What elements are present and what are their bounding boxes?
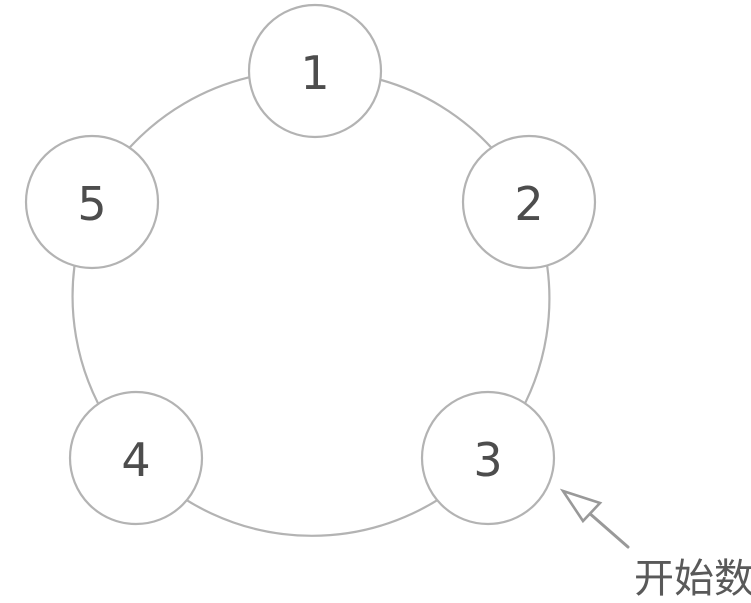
node-3-circle[interactable] bbox=[420, 390, 556, 526]
node-5[interactable]: 5 bbox=[24, 134, 160, 270]
node-3-label: 3 bbox=[473, 433, 502, 487]
start-annotation-arrow bbox=[559, 488, 630, 549]
node-2-label: 2 bbox=[514, 177, 543, 231]
node-4-label: 4 bbox=[121, 433, 150, 487]
node-2[interactable]: 2 bbox=[461, 134, 597, 270]
start-annotation-label: 开始数 bbox=[634, 556, 751, 602]
node-5-label: 5 bbox=[77, 177, 106, 231]
arrow-head-icon bbox=[559, 488, 603, 524]
node-1-label: 1 bbox=[300, 46, 329, 100]
node-4-circle[interactable] bbox=[68, 390, 204, 526]
node-1[interactable]: 1 bbox=[247, 3, 383, 139]
node-4[interactable]: 4 bbox=[68, 390, 204, 526]
node-5-circle[interactable] bbox=[24, 134, 160, 270]
node-1-circle[interactable] bbox=[247, 3, 383, 139]
node-2-circle[interactable] bbox=[461, 134, 597, 270]
arrow-shaft bbox=[586, 510, 630, 549]
node-3[interactable]: 3 bbox=[420, 390, 556, 526]
